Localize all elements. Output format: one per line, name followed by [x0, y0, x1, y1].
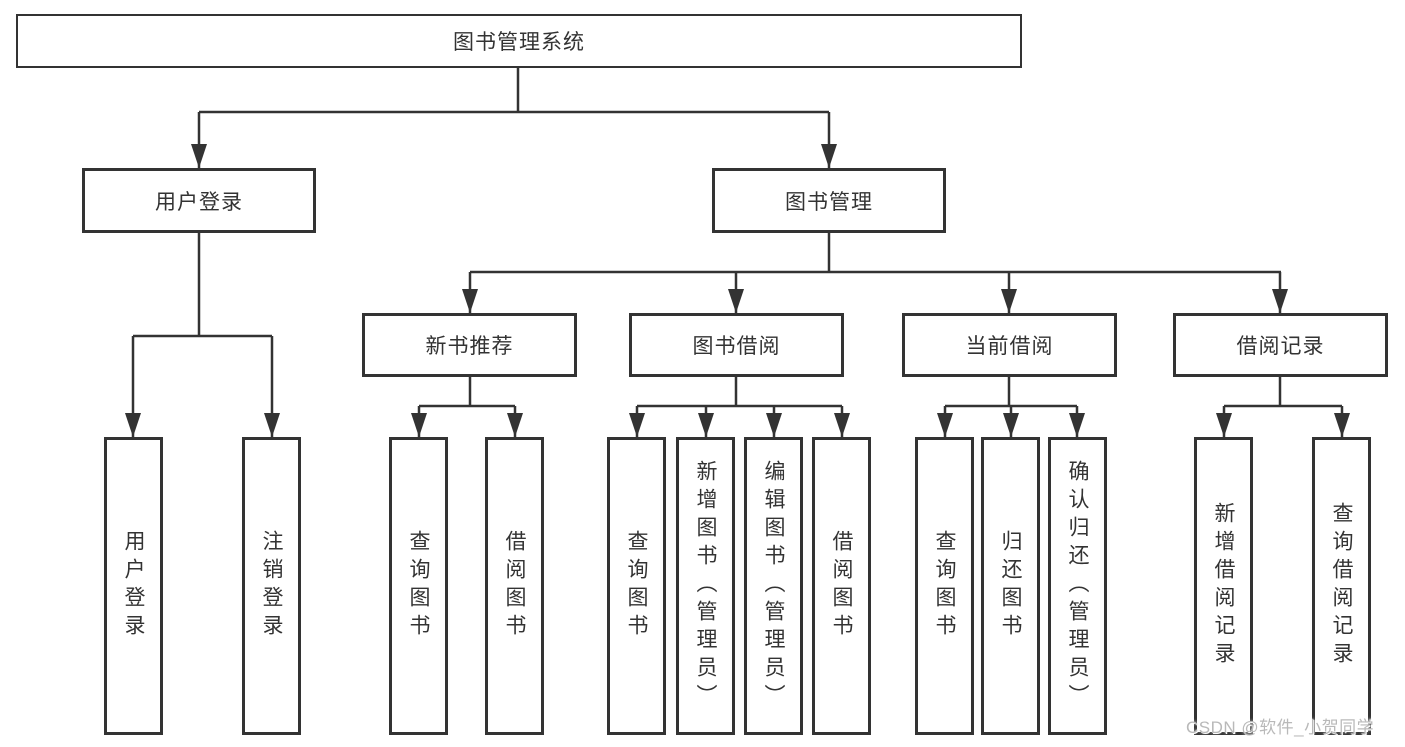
leaf-query-books-recommend: 查询图书: [389, 437, 448, 735]
node-current-borrowing: 当前借阅: [902, 313, 1117, 377]
node-user-login: 用户登录: [82, 168, 316, 233]
leaf-user-login: 用户登录: [104, 437, 163, 735]
leaf-user-login-label: 用户登录: [122, 530, 145, 642]
leaf-borrow-books-borrowing-label: 借阅图书: [830, 530, 853, 642]
leaf-edit-book-admin-label: 编辑图书（管理员）: [762, 460, 785, 712]
leaf-add-book-admin-label: 新增图书（管理员）: [694, 460, 717, 712]
leaf-query-books-borrowing: 查询图书: [607, 437, 666, 735]
leaf-borrow-books-borrowing: 借阅图书: [812, 437, 871, 735]
node-borrowing-records: 借阅记录: [1173, 313, 1388, 377]
leaf-query-books-current: 查询图书: [915, 437, 974, 735]
leaf-query-borrow-record: 查询借阅记录: [1312, 437, 1371, 735]
leaf-borrow-books-recommend-label: 借阅图书: [503, 530, 526, 642]
leaf-add-borrow-record: 新增借阅记录: [1194, 437, 1253, 735]
leaf-query-borrow-record-label: 查询借阅记录: [1330, 502, 1353, 670]
leaf-return-book: 归还图书: [981, 437, 1040, 735]
leaf-query-books-borrowing-label: 查询图书: [625, 530, 648, 642]
node-new-book-recommendation: 新书推荐: [362, 313, 577, 377]
leaf-add-borrow-record-label: 新增借阅记录: [1212, 502, 1235, 670]
csdn-watermark: CSDN @软件_小贺同学: [1186, 718, 1375, 737]
leaf-logout: 注销登录: [242, 437, 301, 735]
leaf-query-books-recommend-label: 查询图书: [407, 530, 430, 642]
node-book-management: 图书管理: [712, 168, 946, 233]
leaf-confirm-return-admin: 确认归还（管理员）: [1048, 437, 1107, 735]
leaf-query-books-current-label: 查询图书: [933, 530, 956, 642]
leaf-return-book-label: 归还图书: [999, 530, 1022, 642]
node-book-borrowing: 图书借阅: [629, 313, 844, 377]
leaf-add-book-admin: 新增图书（管理员）: [676, 437, 735, 735]
node-library-management-system: 图书管理系统: [16, 14, 1022, 68]
leaf-edit-book-admin: 编辑图书（管理员）: [744, 437, 803, 735]
leaf-confirm-return-admin-label: 确认归还（管理员）: [1066, 460, 1089, 712]
leaf-borrow-books-recommend: 借阅图书: [485, 437, 544, 735]
leaf-logout-label: 注销登录: [260, 530, 283, 642]
